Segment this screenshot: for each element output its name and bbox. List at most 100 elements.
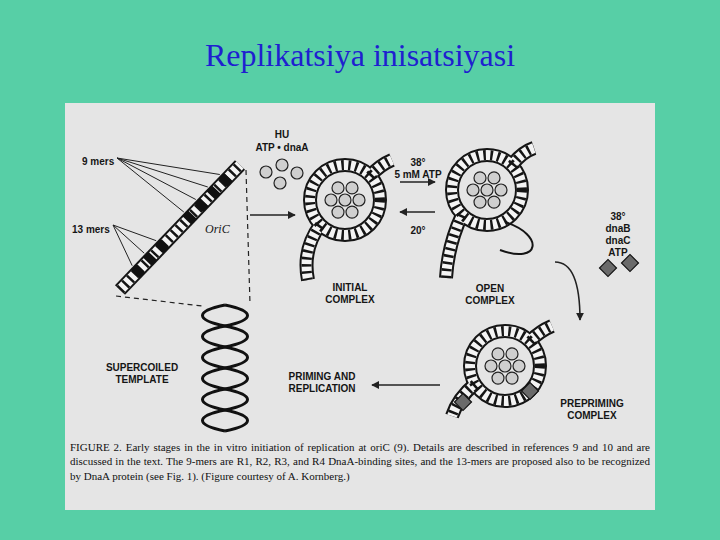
leader-line <box>113 225 144 253</box>
zoom-line <box>116 296 202 306</box>
label-wrap: dnaB <box>606 218 631 236</box>
node-label: SUPERCOILED TEMPLATE <box>106 362 178 385</box>
label-wrap: dnaC <box>606 230 631 248</box>
initial-complex-art <box>307 160 393 280</box>
node-label: PRIMING AND REPLICATION <box>288 371 355 394</box>
complex-stage: INITIAL COMPLEX <box>295 156 400 308</box>
dna-band <box>530 326 552 341</box>
helicase-diamond <box>522 383 539 400</box>
label-wrap: 5 mM ATP <box>394 164 441 182</box>
dna-band <box>370 160 392 176</box>
label-wrap: 9 mers <box>82 151 114 169</box>
flow-arrow <box>250 214 295 216</box>
protein-core <box>485 348 525 384</box>
dna-band <box>530 326 552 341</box>
title-wrap: Replikatsiya inisatsiyasi <box>0 36 720 74</box>
node-label: OPEN COMPLEX <box>465 283 514 306</box>
figure-label: 38° <box>610 211 625 223</box>
dna-ladder <box>120 165 240 290</box>
dna-ladder <box>120 165 240 290</box>
protein-core <box>467 172 507 208</box>
dna-band <box>452 384 475 416</box>
figure-caption: FIGURE 2. Early stages in the in vitro i… <box>70 440 650 483</box>
supercoil-strand <box>203 305 248 431</box>
zoom-line <box>246 170 250 304</box>
leader-line <box>117 158 208 187</box>
node-label: INITIAL COMPLEX <box>325 282 374 305</box>
dna-band <box>446 215 462 278</box>
figure-label: HU <box>275 129 289 141</box>
template-region: SUPERCOILED TEMPLATE <box>95 300 255 434</box>
dna-band <box>452 155 522 225</box>
dna-band <box>370 160 392 176</box>
figure-label: dnaC <box>606 235 631 247</box>
helicase-diamond <box>600 260 617 277</box>
leader-line <box>117 158 184 212</box>
process-stage: PRIMING AND REPLICATION <box>272 368 372 412</box>
9mer-block <box>199 202 205 208</box>
dna-band <box>446 215 462 278</box>
dnaa-proteins <box>260 159 303 189</box>
label-wrap: ATP • dnaA <box>255 137 308 155</box>
node-label: PREPRIMING COMPLEX <box>560 398 623 421</box>
prepriming-complex-art <box>452 326 552 416</box>
label-wrap: 38° <box>410 152 425 170</box>
13mer-block <box>147 256 153 262</box>
label-wrap: 38° <box>610 206 625 224</box>
9mer-block <box>223 177 229 183</box>
protein-dot <box>276 159 288 171</box>
slide-title: Replikatsiya inisatsiyasi <box>0 36 720 74</box>
dna-band <box>452 384 475 416</box>
caption-wrap: FIGURE 2. Early stages in the in vitro i… <box>70 440 650 483</box>
leader-lines <box>113 158 220 266</box>
dna-band <box>307 225 321 280</box>
figure-label: dnaB <box>606 223 631 235</box>
supercoil-strand <box>203 305 248 431</box>
oric-region: OriC <box>115 155 250 298</box>
zoom-dashes <box>116 170 250 306</box>
protein-dot <box>274 177 286 189</box>
dna-band <box>452 155 522 225</box>
dna-band <box>307 225 321 280</box>
leader-line <box>113 225 156 241</box>
dna-band <box>470 331 540 401</box>
complex-stage: OPEN COMPLEX <box>435 140 555 309</box>
dna-band <box>512 148 534 165</box>
figure-label: 9 mers <box>82 156 114 168</box>
node-label: OriC <box>205 222 230 236</box>
open-strand <box>500 222 533 254</box>
dna-band <box>446 215 462 278</box>
flow-arrow <box>400 211 435 213</box>
dna-band <box>512 148 534 165</box>
label-wrap: ATP <box>608 242 627 260</box>
figure-label: 38° <box>410 157 425 169</box>
figure-label: 5 mM ATP <box>394 169 441 181</box>
protein-core <box>325 182 365 218</box>
dna-ladder <box>120 165 240 290</box>
dna-band <box>307 225 321 280</box>
supercoil <box>203 305 248 431</box>
9mer-block <box>187 215 193 221</box>
flow-arrow <box>555 262 580 320</box>
dna-band <box>470 331 540 401</box>
dna-band <box>452 384 475 416</box>
complex-stage: PREPRIMING COMPLEX <box>440 320 630 424</box>
protein-dot <box>291 167 303 179</box>
flow-arrow <box>400 181 435 183</box>
label-wrap: 20° <box>410 220 425 238</box>
flow-arrow <box>372 384 440 386</box>
oric-dna <box>120 165 240 290</box>
dna-band <box>452 155 522 225</box>
9mer-block <box>211 190 217 196</box>
dna-band <box>370 160 392 176</box>
label-wrap: HU <box>275 124 289 142</box>
13mer-block <box>135 268 141 274</box>
helicase-diamond <box>455 394 472 411</box>
13mer-block <box>159 243 165 249</box>
dna-band <box>512 148 534 165</box>
leader-line <box>117 158 220 175</box>
figure-label: 20° <box>410 225 425 237</box>
figure-label: ATP • dnaA <box>255 142 308 154</box>
open-complex-art <box>446 148 534 278</box>
